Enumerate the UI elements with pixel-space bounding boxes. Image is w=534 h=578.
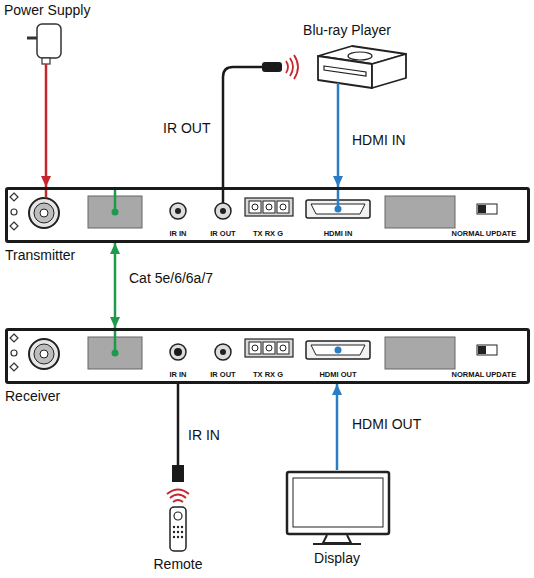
remote-icon (170, 495, 186, 499)
connection-label: Cat 5e/6/6a/7 (127, 270, 215, 286)
cable-connector (223, 67, 258, 187)
remote-icon (177, 531, 179, 533)
power-adapter-icon (37, 24, 61, 58)
remote-icon (172, 465, 184, 482)
arrowhead (333, 176, 343, 187)
ir-emitter (258, 55, 298, 79)
remote-icon (167, 490, 189, 495)
port-label: IR IN (169, 229, 186, 238)
remote-icon (181, 531, 183, 533)
arrowhead (332, 384, 342, 395)
arrowhead (110, 317, 120, 328)
ir-emitter (262, 62, 282, 72)
remote-icon (174, 512, 182, 520)
bluray-player-icon (348, 52, 372, 60)
arrowhead (110, 243, 120, 254)
port-label: IR OUT (210, 229, 235, 238)
bluray-player: Blu-ray Player (258, 22, 410, 90)
arrowhead (41, 176, 51, 187)
cable-plug-ends (112, 209, 119, 216)
display-icon (287, 472, 389, 534)
cable-plug-ends (112, 350, 119, 357)
port-label: NORMAL (452, 229, 485, 238)
port-label: TX RX G (253, 370, 283, 379)
cable-connector (114, 243, 117, 328)
connection-label: IR OUT (161, 120, 212, 136)
receiver-ports (10, 334, 497, 371)
display: Display (278, 470, 398, 566)
port-label: HDMI OUT (319, 370, 356, 379)
ir-emitter (286, 61, 288, 73)
remote-icon (170, 507, 186, 551)
ir-emitter (294, 55, 298, 79)
remote-icon (167, 463, 189, 551)
display-icon (323, 535, 351, 543)
cable-plug-ends (45, 190, 48, 198)
power-adapter-icon (27, 37, 37, 40)
cable-plug-ends (335, 347, 342, 354)
receiver-panel: ReceiverIR INIR OUTTX RX GHDMI OUTNORMAL… (5, 328, 530, 384)
remote-icon (173, 500, 183, 502)
cable-connector (336, 384, 339, 470)
cable-plug-ends (46, 190, 342, 357)
cable-connector (337, 90, 340, 187)
remote-icon (177, 536, 179, 538)
remote-icon (181, 526, 183, 528)
connection-label: HDMI IN (350, 132, 408, 148)
remote-icon (173, 531, 175, 533)
node-label: Remote (153, 556, 202, 572)
bluray-player-icon (318, 46, 406, 90)
node-label: Power Supply (4, 2, 90, 18)
cable-plug-ends (174, 348, 182, 356)
port-label: UPDATE (486, 370, 516, 379)
remote-icon (181, 536, 183, 538)
transmitter-ports (10, 193, 497, 230)
power-adapter-icon (42, 58, 50, 64)
cable-connector (45, 68, 48, 187)
power-supply: Power Supply (4, 2, 114, 68)
ir-emitter (290, 58, 293, 76)
transmitter-panel: TransmitterIR INIR OUTTX RX GHDMI INNORM… (5, 187, 530, 243)
remote-icon (173, 536, 175, 538)
bluray-player-icon (337, 83, 340, 90)
node-label: Display (314, 550, 360, 566)
port-label: HDMI IN (324, 229, 353, 238)
power-adapter-icon (27, 24, 61, 68)
display-icon (287, 472, 389, 544)
remote-icon (173, 526, 175, 528)
port-label: NORMAL (452, 370, 485, 379)
cable-plug-ends (335, 206, 342, 213)
power-adapter-icon (45, 64, 48, 68)
port-label: IR IN (169, 370, 186, 379)
port-label: TX RX G (253, 229, 283, 238)
node-label: Receiver (5, 388, 60, 404)
remote-icon (177, 526, 179, 528)
cable-connector (177, 384, 180, 463)
cable-plug-ends (222, 190, 225, 203)
port-label: UPDATE (486, 229, 516, 238)
node-label: Transmitter (5, 247, 75, 263)
display-icon (293, 478, 383, 527)
node-label: Blu-ray Player (303, 22, 391, 38)
port-label: IR OUT (210, 370, 235, 379)
bluray-player-icon (324, 66, 366, 76)
connection-label: HDMI OUT (350, 416, 423, 432)
bluray-player-icon (372, 54, 406, 88)
display-icon (313, 543, 361, 545)
remote-control: Remote (140, 463, 216, 575)
connection-label: IR IN (186, 427, 222, 443)
bluray-player-icon (318, 56, 372, 88)
